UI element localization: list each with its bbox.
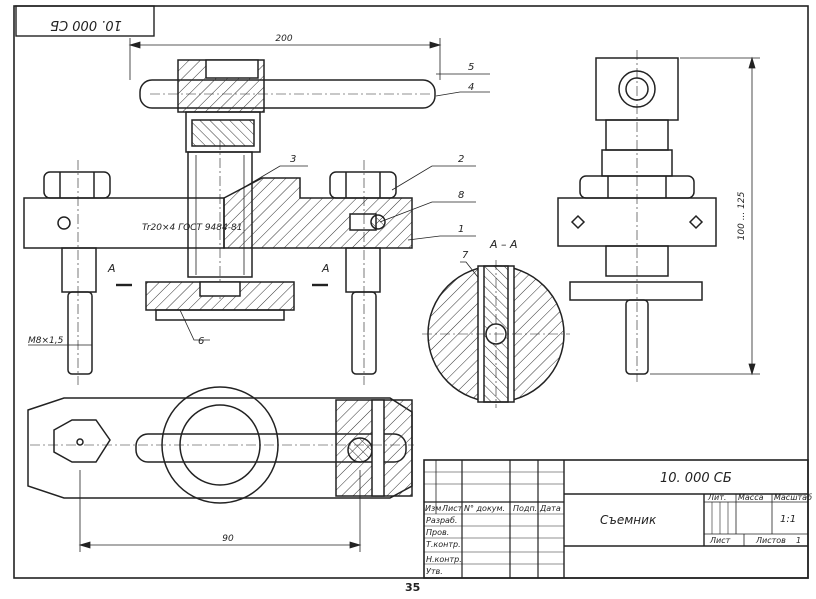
section-a-a (422, 260, 570, 408)
col-date: Дата (539, 504, 561, 513)
dimension-200-text: 200 (275, 34, 292, 44)
leader-6: 6 (198, 336, 204, 347)
scale-value: 1:1 (780, 514, 796, 525)
page-number: 35 (405, 581, 421, 594)
section-mark-right: А (321, 262, 330, 275)
role-utv: Утв. (426, 567, 443, 576)
role-nkontr: Н.контр. (426, 555, 462, 564)
dimension-90 (78, 470, 362, 552)
section-mark-left: А (107, 262, 116, 275)
role-razrab: Разраб. (426, 516, 457, 525)
leader-3: 3 (290, 154, 296, 165)
drawing-name: Съемник (600, 513, 657, 527)
role-tkontr: Т.контр. (426, 540, 461, 549)
sheets-label: Листов (755, 536, 786, 545)
leader-1: 1 (458, 224, 464, 235)
leader-4: 4 (468, 82, 474, 93)
dimension-height (650, 56, 760, 376)
title-block (423, 459, 809, 579)
leader-lines (179, 73, 490, 341)
thread-label: M8×1,5 (28, 336, 64, 346)
leader-5: 5 (468, 62, 474, 73)
doc-number: 10. 000 СБ (660, 471, 732, 486)
leader-7: 7 (462, 250, 469, 261)
side-view (557, 50, 717, 382)
dimension-height-text: 100 ... 125 (737, 191, 747, 240)
lead-screw-label: Tr20×4 ГОСТ 9484-81 (142, 223, 242, 233)
col-list: Лист (441, 504, 463, 513)
title-block-text: 10. 000 СБ Съемник Изм Лист N° докум. По… (425, 471, 812, 576)
front-view (23, 59, 436, 385)
leader-numbers: 5 4 3 2 8 1 6 7 (198, 62, 474, 347)
leader-8: 8 (458, 190, 464, 201)
section-title: А – А (489, 238, 518, 251)
sheet-frame (13, 5, 809, 579)
front-view-labels: Tr20×4 ГОСТ 9484-81 M8×1,5 А А (28, 223, 330, 346)
mass-label: Масса (738, 493, 764, 502)
dimension-90-text: 90 (222, 534, 234, 544)
stamp-text: 10. 000 СБ (50, 17, 122, 32)
leader-2: 2 (458, 154, 464, 165)
role-prov: Пров. (426, 528, 449, 537)
col-sign: Подп. (513, 504, 537, 513)
sheets-value: 1 (796, 536, 801, 545)
scale-label: Масштаб (774, 493, 812, 502)
col-izm: Изм (425, 504, 441, 513)
lit-label: Лит. (707, 493, 726, 502)
top-view (27, 386, 414, 504)
sheet-label: Лист (709, 536, 731, 545)
dimension-200 (128, 38, 442, 80)
dimension-thread (28, 340, 93, 350)
stamp-box: 10. 000 СБ (15, 5, 155, 37)
col-doc-no: N° докум. (464, 504, 505, 513)
